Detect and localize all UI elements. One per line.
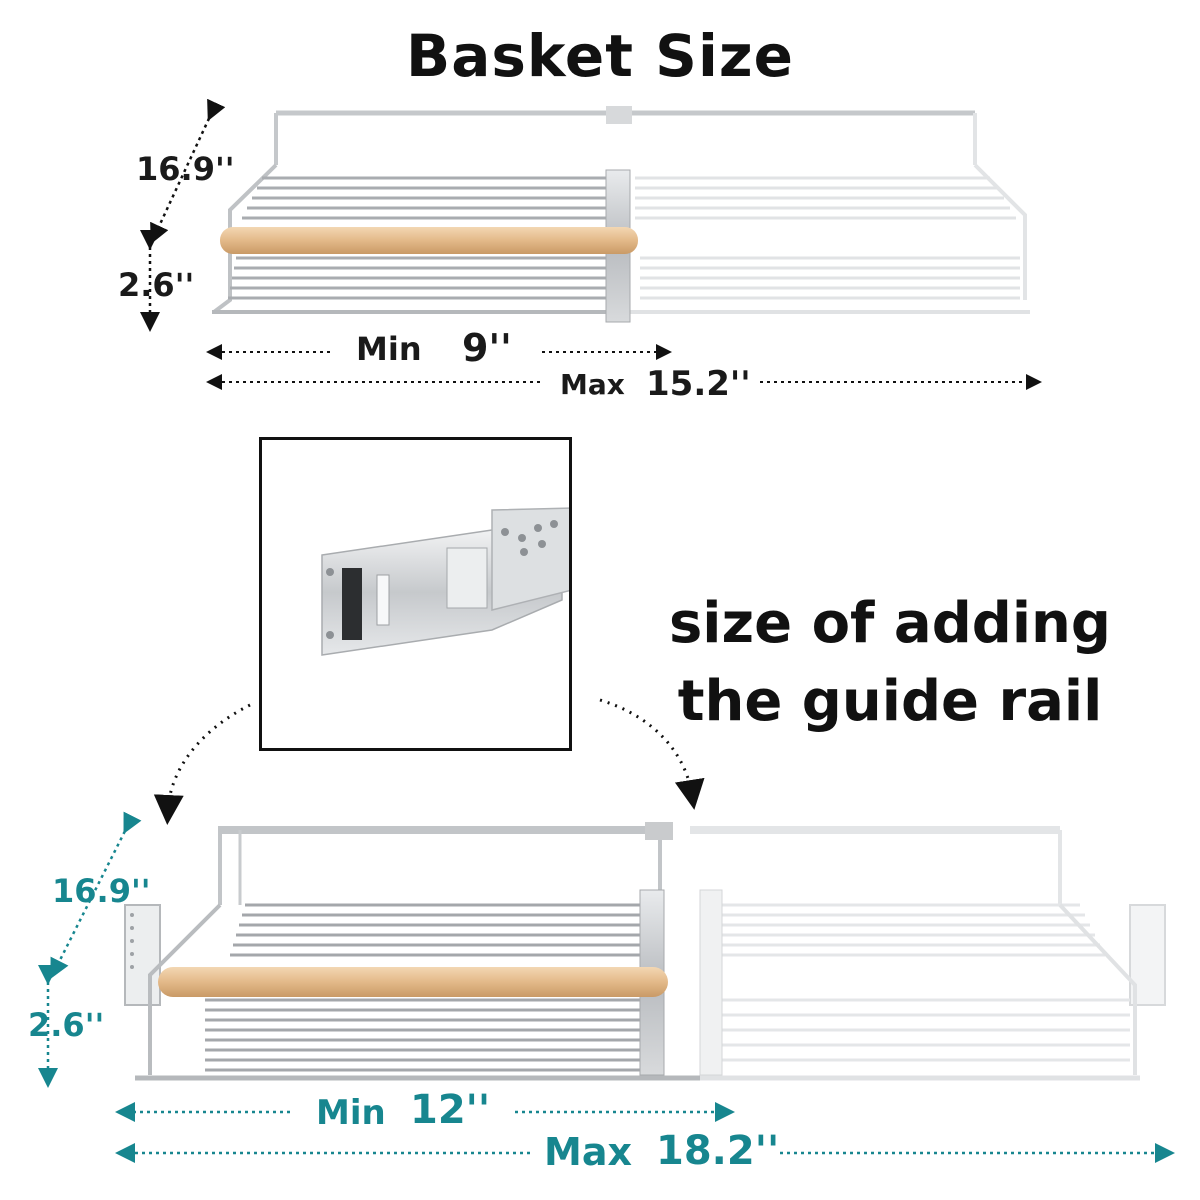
guide-rail-inset: [259, 437, 573, 751]
page-title: Basket Size: [406, 22, 794, 90]
top-basket: [212, 106, 1030, 323]
bottom-min-word: Min: [316, 1093, 386, 1133]
top-max-word: Max: [560, 368, 625, 401]
bottom-max-word: Max: [544, 1130, 632, 1174]
caption-line-2: the guide rail: [677, 669, 1103, 734]
bottom-height-arrow: [50, 811, 142, 979]
bottom-max-value: 18.2'': [656, 1128, 780, 1174]
top-depth-label: 2.6'': [118, 266, 195, 304]
bottom-depth-label: 2.6'': [28, 1006, 105, 1044]
curve-arrow-right: [599, 698, 705, 810]
caption-line-1: size of adding: [668, 591, 1112, 656]
top-max-value: 15.2'': [646, 364, 751, 404]
guide-rail-caption: size of adding the guide rail: [640, 585, 1140, 741]
top-min-word: Min: [356, 330, 422, 368]
top-height-arrow: [150, 98, 226, 245]
guide-rail-image: [321, 507, 573, 656]
top-min-value: 9'': [462, 326, 512, 370]
bottom-basket: [124, 822, 1166, 1081]
bottom-height-label: 16.9'': [52, 872, 151, 910]
top-height-label: 16.9'': [136, 150, 235, 188]
bottom-min-value: 12'': [410, 1087, 491, 1133]
curve-arrow-left: [153, 703, 251, 825]
